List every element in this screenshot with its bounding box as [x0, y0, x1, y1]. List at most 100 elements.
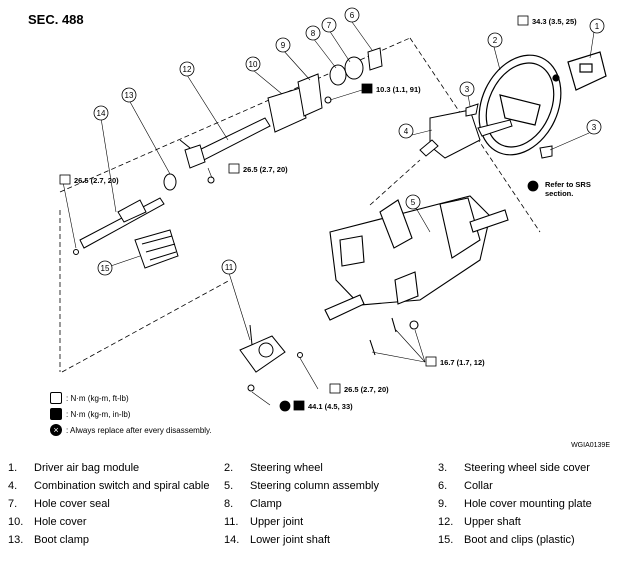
- callout-numbers: 1 2 3 3 4 5 6 7 8 9 10 11 12 13 14 15: [97, 11, 600, 273]
- callout-6: [344, 7, 360, 23]
- callout-label-9: 9: [281, 41, 286, 50]
- part-item-14: 14.Lower joint shaft: [224, 534, 330, 546]
- part-num: 2.: [224, 462, 234, 474]
- part-name: Hole cover: [34, 516, 87, 528]
- part-item-5: 5. Steering column assembly: [224, 480, 379, 492]
- part-name: Upper joint: [250, 516, 304, 528]
- callout-label-1: 1: [595, 22, 600, 31]
- torque-boxes: [59, 15, 539, 412]
- torque-4: 26.5 (2.7, 20): [243, 165, 288, 174]
- part-num: 14.: [224, 534, 240, 546]
- part-name: Hole cover seal: [34, 498, 110, 510]
- torque-3: 26.5 (2.7, 20): [74, 176, 119, 185]
- torque-2: 10.3 (1.1, 91): [376, 85, 421, 94]
- legend-text-replace: : Always replace after every disassembly…: [66, 425, 212, 435]
- part-name: Collar: [464, 480, 493, 492]
- callout-label-13: 13: [125, 91, 134, 100]
- section-label: SEC. 488: [28, 12, 84, 27]
- part-name: Steering wheel: [250, 462, 323, 474]
- air-bag-module: [567, 51, 607, 91]
- lower-joint-shaft: [73, 173, 179, 269]
- callout-2: [487, 32, 503, 48]
- part-name: Upper shaft: [464, 516, 521, 528]
- torque-7: 44.1 (4.5, 33): [308, 402, 353, 411]
- legend: : N·m (kg-m, ft-lb) : N·m (kg-m, in-lb) …: [50, 390, 212, 438]
- torque-icon-1: [517, 15, 529, 26]
- torque-icon-4: [228, 163, 240, 174]
- part-name: Hole cover mounting plate: [464, 498, 592, 510]
- legend-text-filled: : N·m (kg-m, in-lb): [66, 409, 131, 419]
- callout-label-3b: 3: [592, 123, 597, 132]
- callout-13: [121, 87, 137, 103]
- callout-label-14: 14: [97, 109, 106, 118]
- part-num: 5.: [224, 480, 234, 492]
- callout-7: [321, 17, 337, 33]
- callout-label-11: 11: [225, 263, 234, 272]
- part-name: Boot clamp: [34, 534, 90, 546]
- torque-icon-6: [329, 383, 341, 394]
- callout-15: [97, 260, 113, 276]
- figure-code: WGIA0139E: [571, 442, 610, 449]
- legend-row-open: : N·m (kg-m, ft-lb): [50, 390, 212, 406]
- callout-9: [275, 37, 291, 53]
- part-name: Steering column assembly: [250, 480, 380, 492]
- part-item-1: 1.Driver air bag module: [8, 462, 139, 474]
- callout-3a: [459, 81, 475, 97]
- part-item-12: 12. Upper shaft: [438, 516, 521, 528]
- callout-label-2: 2: [493, 36, 498, 45]
- upper-shaft: [179, 117, 271, 184]
- part-item-8: 8. Clamp: [224, 498, 282, 510]
- torque-icon-5: [425, 356, 437, 367]
- torque-icon-7: [293, 400, 305, 411]
- part-num: 13.: [8, 534, 24, 546]
- hole-cover-group: [267, 47, 383, 133]
- open-wrench-icon: [50, 392, 62, 404]
- part-item-11: 11. Upper joint: [224, 516, 303, 528]
- replace-icon-2: [527, 180, 539, 192]
- part-name: Boot and clips (plastic): [464, 534, 575, 546]
- torque-5: 16.7 (1.7, 12): [440, 358, 485, 367]
- part-num: 1.: [8, 462, 18, 474]
- part-item-15: 15.Boot and clips (plastic): [438, 534, 575, 546]
- part-item-3: 3. Steering wheel side cover: [438, 462, 590, 474]
- callout-14: [93, 105, 109, 121]
- part-num: 10.: [8, 516, 24, 528]
- part-item-6: 6.Collar: [438, 480, 493, 492]
- part-num: 3.: [438, 462, 448, 474]
- torque-6: 26.5 (2.7, 20): [344, 385, 389, 394]
- callout-label-4: 4: [404, 127, 409, 136]
- part-num: 7.: [8, 498, 18, 510]
- part-item-13: 13. Boot clamp: [8, 534, 89, 546]
- callout-10: [245, 56, 261, 72]
- part-name: Steering wheel side cover: [464, 462, 590, 474]
- part-item-4: 4.Combination switch and spiral cable: [8, 480, 209, 492]
- torque-labels: 34.3 (3.5, 25) 10.3 (1.1, 91) 26.5 (2.7,…: [74, 17, 577, 411]
- srs-note: Refer to SRS section.: [545, 180, 591, 198]
- srs-note-wrap: Refer to SRS section.: [545, 180, 591, 198]
- part-item-7: 7. Hole cover seal: [8, 498, 110, 510]
- legend-row-filled: : N·m (kg-m, in-lb): [50, 406, 212, 422]
- steering-column-assembly: [324, 195, 509, 356]
- part-num: 12.: [438, 516, 454, 528]
- part-item-9: 9. Hole cover mounting plate: [438, 498, 592, 510]
- replace-icon-1: [279, 400, 291, 412]
- part-num: 9.: [438, 498, 448, 510]
- callout-12: [179, 61, 195, 77]
- callout-label-7: 7: [327, 21, 332, 30]
- part-name: Combination switch and spiral cable: [34, 480, 210, 492]
- callout-label-3a: 3: [465, 85, 470, 94]
- callout-label-6: 6: [350, 11, 355, 20]
- torque-1: 34.3 (3.5, 25): [532, 17, 577, 26]
- part-num: 11.: [224, 516, 239, 528]
- callout-8: [305, 25, 321, 41]
- callout-label-15: 15: [101, 264, 110, 273]
- part-name: Clamp: [250, 498, 282, 510]
- part-num: 8.: [224, 498, 234, 510]
- upper-joint: [239, 324, 303, 392]
- torque-icon-3: [59, 174, 71, 185]
- exploded-view-diagram: 1 2 3 3 4 5 6 7 8 9 10 11 12 13 14 15 34…: [59, 7, 607, 412]
- part-item-2: 2. Steering wheel: [224, 462, 323, 474]
- callout-label-5: 5: [411, 198, 416, 207]
- callout-5: [405, 194, 421, 210]
- callout-label-12: 12: [183, 65, 192, 74]
